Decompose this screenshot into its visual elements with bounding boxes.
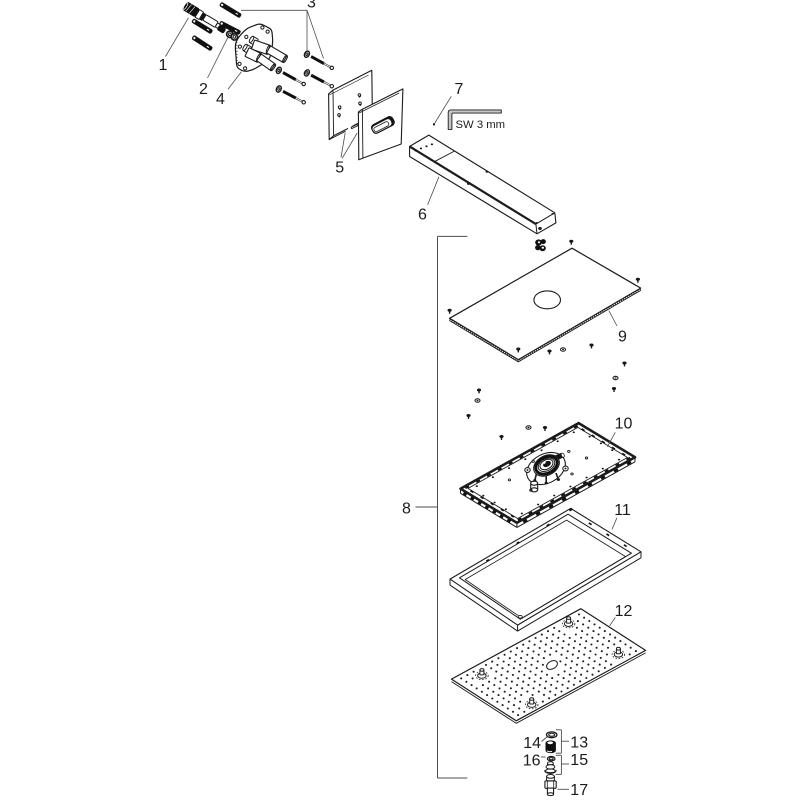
svg-text:11: 11 — [614, 502, 631, 519]
svg-text:15: 15 — [570, 752, 588, 769]
svg-text:16: 16 — [523, 752, 541, 769]
svg-text:13: 13 — [570, 734, 588, 751]
svg-text:1: 1 — [159, 57, 168, 74]
svg-text:10: 10 — [615, 415, 633, 432]
svg-text:5: 5 — [335, 159, 344, 176]
svg-text:9: 9 — [618, 328, 627, 345]
svg-text:17: 17 — [570, 782, 588, 799]
svg-text:6: 6 — [418, 207, 427, 224]
svg-text:4: 4 — [216, 91, 225, 108]
svg-text:3: 3 — [307, 0, 316, 12]
svg-text:2: 2 — [199, 81, 208, 98]
svg-text:12: 12 — [615, 603, 633, 620]
svg-text:7: 7 — [455, 81, 464, 98]
svg-text:14: 14 — [523, 735, 541, 752]
svg-text:8: 8 — [402, 501, 411, 518]
svg-text:SW 3 mm: SW 3 mm — [456, 119, 506, 131]
